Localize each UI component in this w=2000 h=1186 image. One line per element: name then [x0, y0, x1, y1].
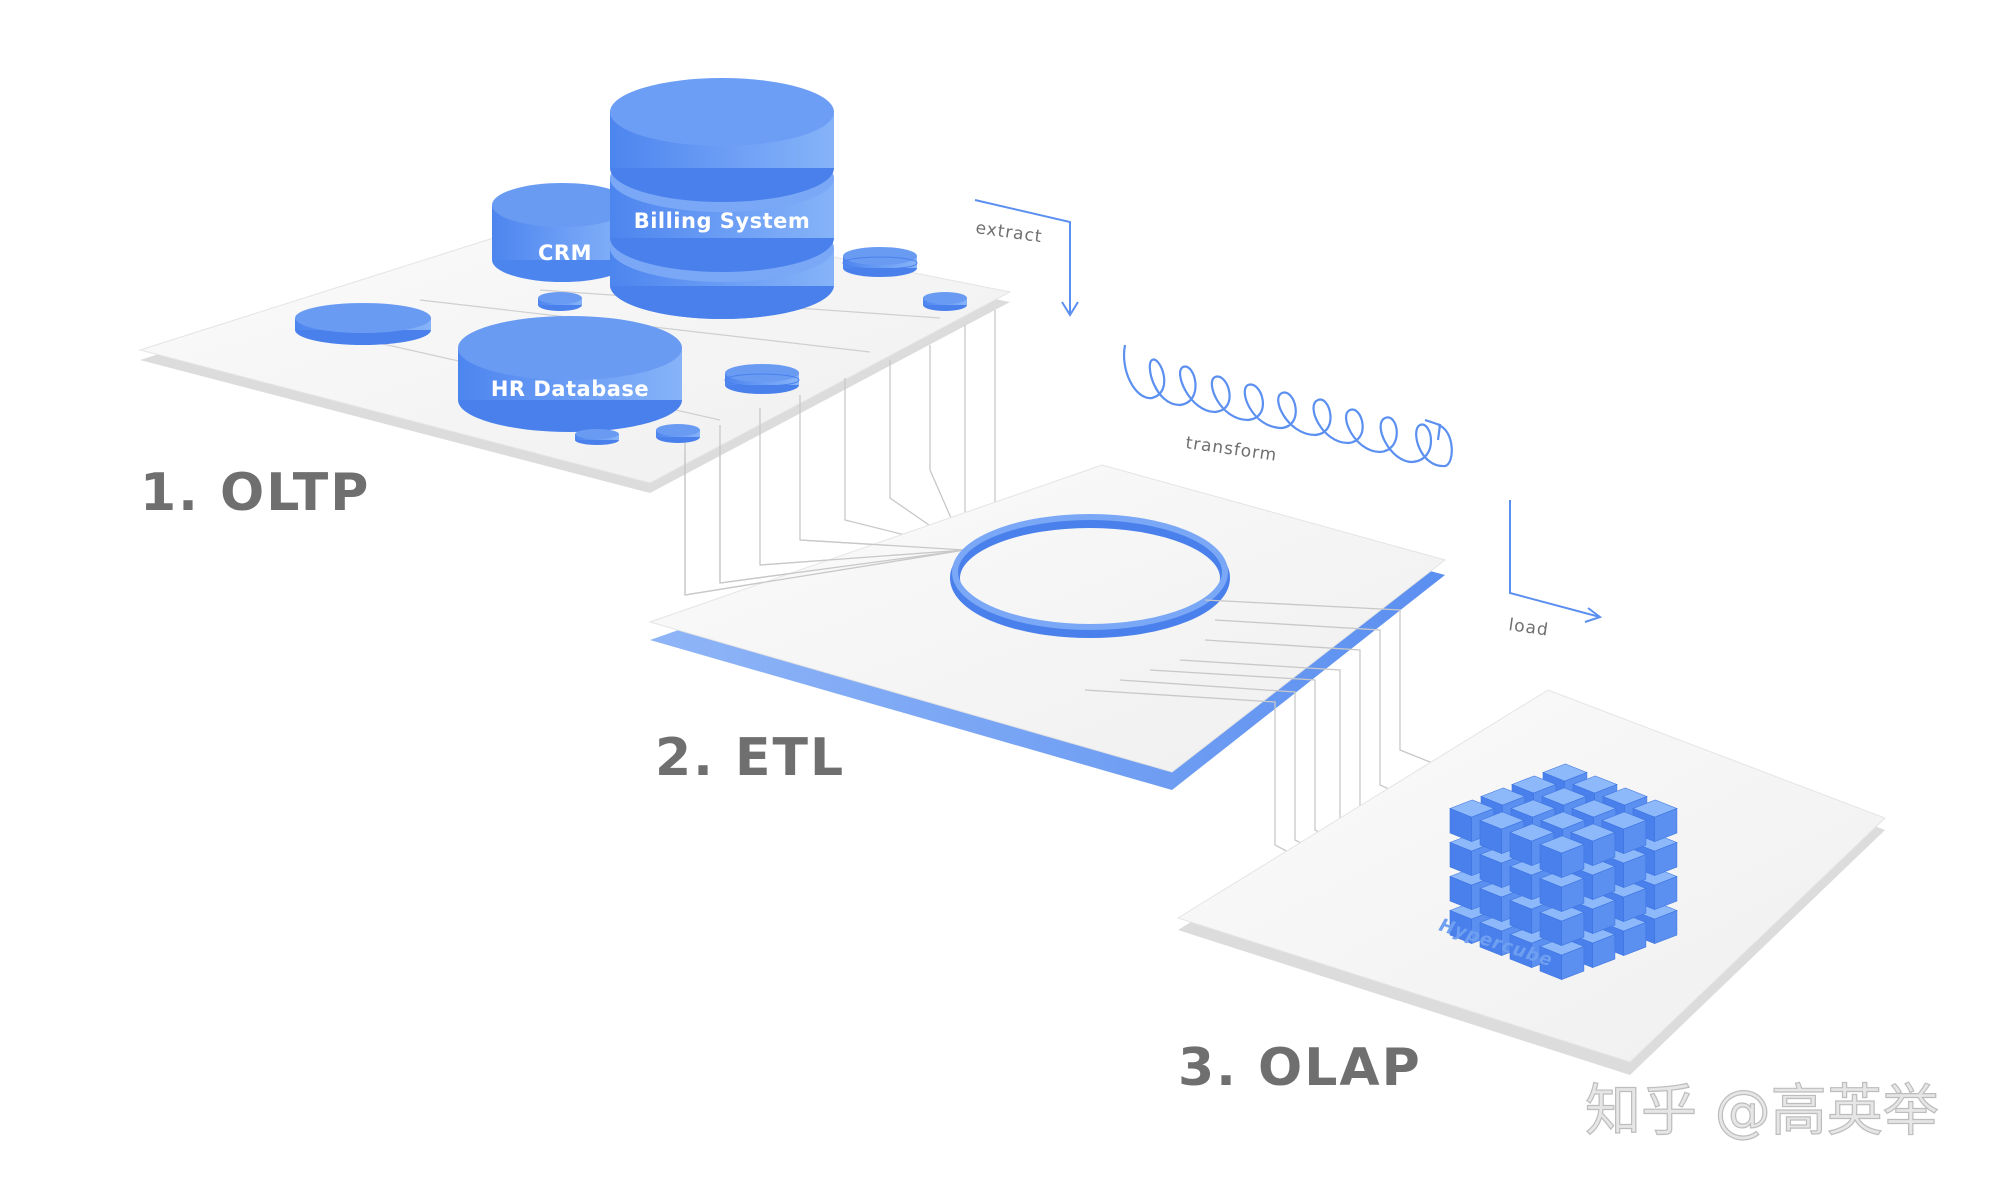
crm-database: CRM	[492, 183, 632, 282]
extract-arrow	[974, 199, 1079, 317]
stage-label-etl: 2. ETL	[655, 728, 845, 788]
etl-ring	[950, 514, 1230, 638]
hypercube	[1449, 763, 1678, 981]
stage-label-oltp: 1. OLTP	[140, 463, 370, 523]
crm-label: CRM	[538, 241, 592, 265]
load-label: load	[1507, 615, 1550, 640]
stage-label-olap: 3. OLAP	[1178, 1038, 1422, 1098]
etl-plane	[648, 464, 1447, 790]
hypercube-cell	[1570, 925, 1616, 969]
hypercube-cell	[1539, 937, 1585, 981]
watermark: 知乎 @高英举	[1585, 1079, 1939, 1144]
small-data-discs	[295, 247, 967, 445]
hr-database-label: HR Database	[491, 377, 649, 401]
etl-fan-lines	[684, 445, 966, 596]
hypercube-cell	[1539, 869, 1585, 913]
billing-system-database: Billing System	[610, 78, 834, 319]
transform-label: transform	[1184, 433, 1278, 466]
transform-spiral-arrow	[1122, 344, 1453, 468]
hr-database: HR Database	[458, 316, 682, 432]
hypercube-cell	[1539, 835, 1585, 879]
extract-label: extract	[974, 218, 1043, 247]
hypercube-cell	[1539, 903, 1585, 947]
load-arrow	[1509, 500, 1603, 623]
transform-arrowhead	[1424, 418, 1442, 441]
billing-system-label: Billing System	[634, 209, 811, 233]
